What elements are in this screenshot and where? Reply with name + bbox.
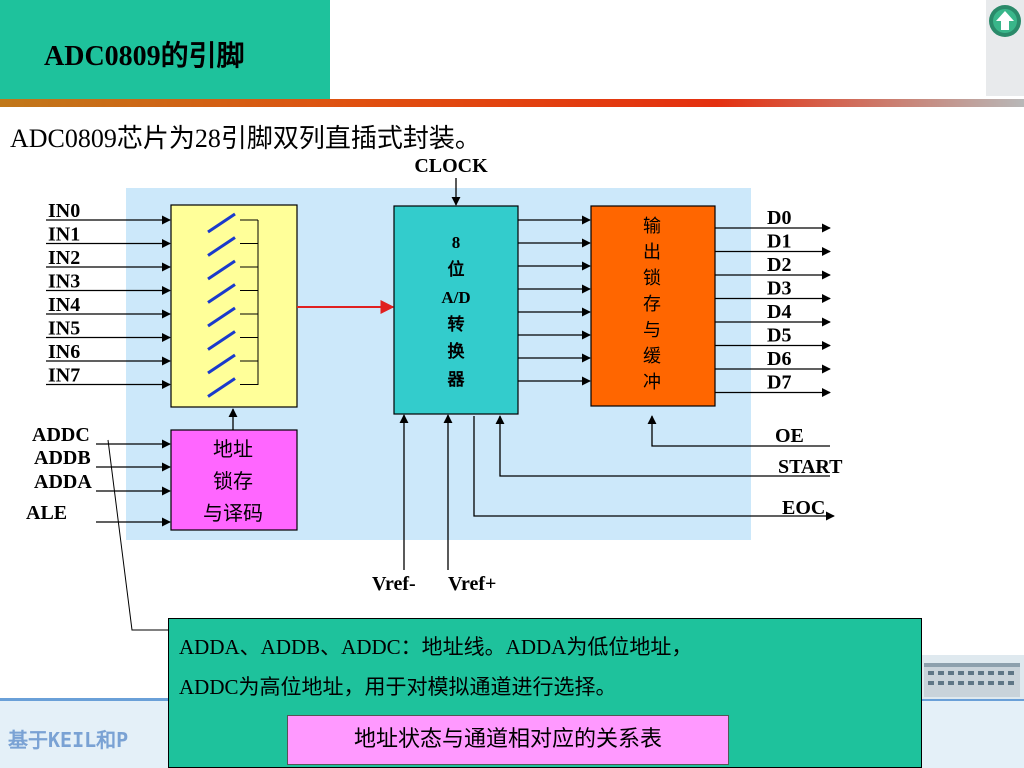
adc-label-1: 位	[448, 259, 465, 279]
start-line	[495, 415, 830, 477]
output-label-d5: D5	[767, 325, 791, 347]
vref-minus-label: Vref-	[372, 573, 416, 595]
output-label-1: 出	[643, 242, 661, 263]
output-label-3: 存	[643, 294, 661, 315]
switch-7	[207, 377, 236, 398]
output-label-4: 与	[643, 320, 661, 341]
input-label-0: IN0	[48, 200, 80, 222]
address-note-box: ADDA、ADDB、ADDC：地址线。ADDA为低位地址， ADDC为高位地址，…	[168, 618, 922, 768]
switch-1	[207, 236, 236, 257]
latch-label-1: 锁存	[213, 469, 253, 493]
title-banner	[0, 0, 330, 100]
note-line-1: ADDA、ADDB、ADDC：地址线。ADDA为低位地址，	[179, 635, 693, 659]
vref-plus-label: Vref+	[448, 573, 496, 595]
output-label-d7: D7	[767, 372, 791, 394]
switch-5	[207, 330, 236, 351]
building-image	[920, 655, 1024, 699]
address-label-0: ADDC	[32, 424, 90, 446]
output-label-d1: D1	[767, 231, 791, 253]
oe-line	[647, 415, 830, 447]
address-label-2: ADDA	[34, 471, 92, 493]
adc-label-3: 转	[448, 314, 465, 334]
output-label-6: 冲	[643, 372, 661, 393]
output-latch-block	[590, 205, 716, 407]
switch-0	[207, 212, 236, 234]
output-label-2: 锁	[643, 268, 661, 289]
adc-label-4: 换	[448, 341, 466, 361]
input-label-6: IN6	[48, 341, 80, 363]
switch-block	[170, 204, 298, 408]
adc-label-5: 器	[447, 370, 466, 389]
input-label-1: IN1	[48, 224, 80, 246]
page-title: ADC0809的引脚	[44, 41, 245, 72]
adc-to-latch-bus	[518, 215, 591, 386]
address-label-3: ALE	[26, 502, 67, 524]
input-label-3: IN3	[48, 271, 80, 293]
input-label-4: IN4	[48, 294, 80, 316]
note-line-2: ADDC为高位地址，用于对模拟通道进行选择。	[179, 675, 617, 699]
eoc-label: EOC	[782, 497, 825, 519]
input-label-2: IN2	[48, 247, 80, 269]
adc-label-2: A/D	[441, 288, 470, 307]
adc-block-label: 8 位 A/D 转 换 器	[441, 233, 470, 389]
output-label-5: 缓	[643, 346, 661, 367]
note-pointer-line	[107, 439, 168, 631]
input-label-7: IN7	[48, 365, 80, 387]
footer-text: 基于KEIL和P	[8, 728, 129, 752]
switch-2	[207, 259, 236, 281]
eoc-line	[473, 416, 835, 521]
output-label-0: 输	[643, 216, 661, 237]
adc-label-0: 8	[452, 233, 461, 252]
input-label-5: IN5	[48, 318, 80, 340]
up-arrow-home-icon[interactable]	[988, 4, 1022, 38]
output-label-d3: D3	[767, 278, 791, 300]
address-label-1: ADDB	[34, 447, 91, 469]
switch-3	[207, 283, 236, 304]
start-label: START	[778, 456, 843, 478]
analog-switches	[207, 212, 259, 398]
switch-4	[207, 306, 236, 328]
output-label-d6: D6	[767, 348, 791, 370]
output-label-d2: D2	[767, 254, 791, 276]
output-label-d0: D0	[767, 207, 791, 229]
latch-label-2: 与译码	[203, 501, 263, 525]
switch-6	[207, 353, 236, 375]
latch-label-0: 地址	[213, 437, 253, 461]
clock-label: CLOCK	[414, 155, 488, 177]
output-label-d4: D4	[767, 301, 791, 323]
page-subtitle: ADC0809芯片为28引脚双列直插式封装。	[10, 124, 481, 153]
oe-label: OE	[775, 425, 804, 447]
header-divider	[0, 99, 1024, 107]
output-block-label: 输 出 锁 存 与 缓 冲	[643, 216, 661, 393]
adc-block	[393, 205, 519, 415]
relation-table-button[interactable]: 地址状态与通道相对应的关系表	[287, 715, 729, 765]
address-latch-block	[170, 429, 298, 531]
